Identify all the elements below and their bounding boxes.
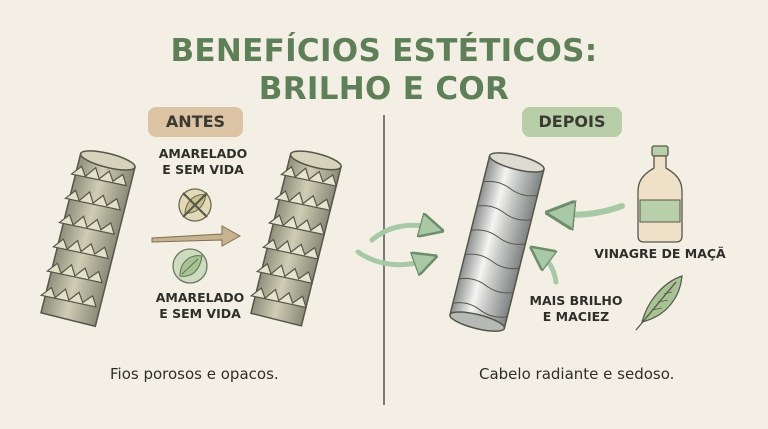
before-label-top-line-1: AMARELADO xyxy=(158,146,248,161)
result-label-line-1: MAIS BRILHO xyxy=(529,293,623,308)
shiny-hair-strand xyxy=(449,152,545,332)
page-title: BENEFÍCIOS ESTÉTICOS: BRILHO E COR xyxy=(0,32,768,108)
transition-arrows xyxy=(355,225,432,264)
result-arrow xyxy=(540,254,559,285)
vinegar-arrow xyxy=(560,206,625,215)
title-line-1: BENEFÍCIOS ESTÉTICOS: xyxy=(170,33,598,69)
feather-icon xyxy=(635,275,683,331)
leaf-icon xyxy=(172,248,208,284)
crossed-leaf-icon xyxy=(178,188,212,222)
damaged-hair-strand-2 xyxy=(249,150,342,327)
vinegar-label: VINAGRE DE MAÇÃ xyxy=(594,246,726,261)
progress-arrow xyxy=(151,225,242,247)
before-caption: Fios porosos e opacos. xyxy=(110,365,279,383)
title-line-2: BRILHO E COR xyxy=(258,71,510,107)
section-divider xyxy=(383,115,385,405)
before-label-bottom-line-2: E SEM VIDA xyxy=(159,306,241,321)
before-label-bottom: AMARELADO E SEM VIDA xyxy=(138,290,262,322)
result-label-line-2: E MACIEZ xyxy=(542,309,610,324)
result-label: MAIS BRILHO E MACIEZ xyxy=(520,293,632,325)
before-label-top: AMARELADO E SEM VIDA xyxy=(146,146,260,178)
vinegar-bottle-icon xyxy=(637,145,683,243)
damaged-hair-strand-1 xyxy=(39,150,136,328)
after-badge: DEPOIS xyxy=(522,107,622,137)
after-caption: Cabelo radiante e sedoso. xyxy=(479,365,675,383)
before-label-bottom-line-1: AMARELADO xyxy=(155,290,245,305)
before-badge: ANTES xyxy=(148,107,243,137)
before-label-top-line-2: E SEM VIDA xyxy=(162,162,244,177)
